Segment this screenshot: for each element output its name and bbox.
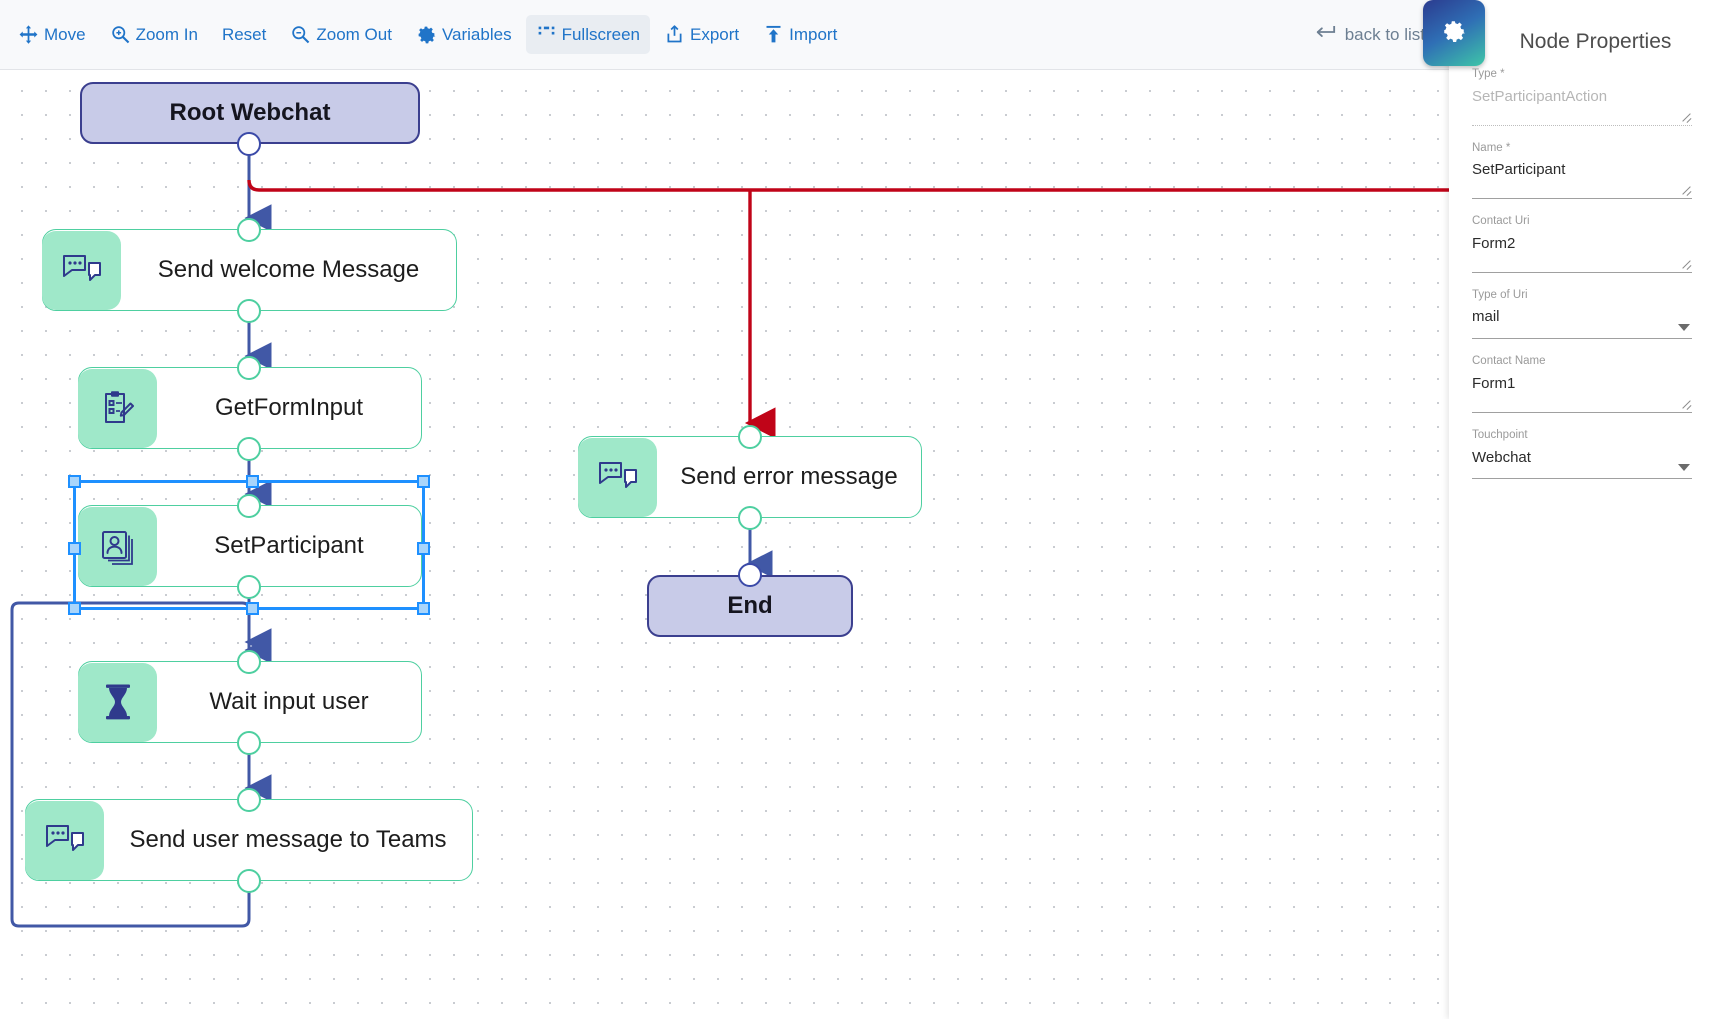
panel-settings-tab[interactable] bbox=[1423, 0, 1485, 66]
toolbar-button-move[interactable]: Move bbox=[8, 15, 96, 54]
field-contact-uri: Contact Uri Form2 bbox=[1472, 215, 1692, 273]
gear-icon bbox=[416, 24, 437, 45]
toolbar-button-fullscreen[interactable]: Fullscreen bbox=[525, 15, 650, 54]
toolbar-button-label: Export bbox=[690, 25, 740, 44]
flow-node-label: SetParticipant bbox=[214, 532, 364, 559]
flow-node-label: Send welcome Message bbox=[157, 256, 420, 283]
toolbar-button-label: Variables bbox=[441, 25, 512, 44]
fullscreen-icon bbox=[536, 24, 557, 45]
export-icon bbox=[664, 24, 685, 45]
toolbar-button-export[interactable]: Export bbox=[654, 15, 749, 54]
node-port-out-error[interactable] bbox=[738, 506, 762, 530]
toolbar-button-label: Fullscreen bbox=[561, 25, 640, 44]
toolbar-button-reset[interactable]: Reset bbox=[212, 17, 276, 52]
node-properties-panel: Node Properties Type * SetParticipantAct… bbox=[1423, 0, 1712, 1019]
resize-grip-icon bbox=[1681, 110, 1692, 121]
flow-node-send-welcome-message[interactable]: Send welcome Message bbox=[42, 229, 457, 311]
back-to-list-button[interactable]: back to list bbox=[1300, 15, 1439, 54]
flow-node-label: Wait input user bbox=[209, 688, 369, 715]
flow-edges bbox=[10, 144, 1449, 928]
field-name: Name * SetParticipant bbox=[1472, 142, 1692, 200]
hourglass-icon bbox=[78, 662, 157, 742]
resize-grip-icon[interactable] bbox=[1681, 257, 1692, 268]
field-underline bbox=[1472, 411, 1692, 413]
node-port-out-welcome[interactable] bbox=[237, 299, 261, 323]
flow-node-label: GetFormInput bbox=[214, 394, 364, 421]
flow-node-setparticipant[interactable]: SetParticipant bbox=[78, 505, 422, 587]
node-port-in-getform[interactable] bbox=[237, 356, 261, 380]
type-of-uri-select[interactable]: mail bbox=[1472, 308, 1500, 326]
chat-icon bbox=[25, 800, 104, 880]
node-port-in-end[interactable] bbox=[738, 563, 762, 587]
chevron-down-icon[interactable] bbox=[1678, 324, 1690, 332]
field-label: Type of Uri bbox=[1472, 288, 1528, 301]
node-port-in-setparticipant[interactable] bbox=[237, 494, 261, 518]
resize-grip-icon[interactable] bbox=[1681, 183, 1692, 194]
type-input: SetParticipantAction bbox=[1472, 87, 1608, 105]
flow-node-send-error-message[interactable]: Send error message bbox=[578, 436, 922, 518]
editor-toolbar: Move Zoom In Reset bbox=[0, 0, 1449, 70]
flow-node-label: Root Webchat bbox=[169, 99, 331, 126]
node-port-out-wait[interactable] bbox=[237, 731, 261, 755]
flow-node-label: Send error message bbox=[680, 463, 898, 490]
toolbar-button-zoom-in[interactable]: Zoom In bbox=[100, 15, 208, 54]
gear-icon bbox=[1441, 18, 1467, 49]
node-port-out-root[interactable] bbox=[237, 132, 261, 156]
flow-node-end[interactable]: End bbox=[647, 575, 853, 637]
field-underline bbox=[1472, 198, 1692, 200]
zoom-in-icon bbox=[110, 24, 131, 45]
import-icon bbox=[763, 24, 784, 45]
node-port-out-teams[interactable] bbox=[237, 869, 261, 893]
field-label: Name * bbox=[1472, 141, 1511, 154]
field-label: Touchpoint bbox=[1472, 428, 1528, 441]
toolbar-button-label: Zoom In bbox=[135, 25, 198, 44]
node-port-in-error[interactable] bbox=[738, 425, 762, 449]
chevron-down-icon[interactable] bbox=[1678, 464, 1690, 472]
touchpoint-select[interactable]: Webchat bbox=[1472, 448, 1531, 466]
toolbar-button-label: Move bbox=[44, 25, 86, 44]
field-underline bbox=[1472, 271, 1692, 273]
flow-node-label: Send user message to Teams bbox=[129, 826, 447, 853]
toolbar-button-label: Zoom Out bbox=[316, 25, 392, 44]
panel-title: Node Properties bbox=[1519, 30, 1672, 53]
node-port-in-wait[interactable] bbox=[237, 650, 261, 674]
name-input[interactable]: SetParticipant bbox=[1472, 161, 1566, 179]
field-underline bbox=[1472, 124, 1692, 126]
arrow-return-icon bbox=[1314, 24, 1336, 45]
resize-grip-icon[interactable] bbox=[1681, 397, 1692, 408]
field-label: Type * bbox=[1472, 68, 1505, 80]
node-port-out-getform[interactable] bbox=[237, 437, 261, 461]
panel-fields: Type * SetParticipantAction Name * SetPa… bbox=[1449, 68, 1712, 495]
back-to-list-label: back to list bbox=[1344, 24, 1425, 44]
field-underline bbox=[1472, 338, 1692, 340]
toolbar-button-import[interactable]: Import bbox=[753, 15, 847, 54]
field-label: Contact Name bbox=[1472, 355, 1546, 368]
contact-icon bbox=[78, 506, 157, 586]
form-icon bbox=[78, 368, 157, 448]
field-type-of-uri: Type of Uri mail bbox=[1472, 289, 1692, 340]
node-port-in-teams[interactable] bbox=[237, 788, 261, 812]
contact-name-input[interactable]: Form1 bbox=[1472, 374, 1516, 392]
toolbar-button-variables[interactable]: Variables bbox=[406, 15, 522, 54]
field-underline bbox=[1472, 478, 1692, 480]
move-icon bbox=[18, 24, 39, 45]
flow-node-label: End bbox=[727, 592, 773, 619]
toolbar-button-zoom-out[interactable]: Zoom Out bbox=[280, 15, 402, 54]
node-port-out-setparticipant[interactable] bbox=[237, 575, 261, 599]
field-touchpoint: Touchpoint Webchat bbox=[1472, 429, 1692, 480]
zoom-out-icon bbox=[290, 24, 311, 45]
toolbar-button-label: Import bbox=[789, 25, 838, 44]
flow-node-wait-input-user[interactable]: Wait input user bbox=[78, 661, 422, 743]
chat-icon bbox=[578, 437, 657, 517]
chat-icon bbox=[42, 230, 121, 310]
toolbar-button-label: Reset bbox=[221, 25, 267, 44]
field-type: Type * SetParticipantAction bbox=[1472, 68, 1692, 126]
field-contact-name: Contact Name Form1 bbox=[1472, 355, 1692, 413]
flow-canvas[interactable]: Root Webchat Send welcome Message bbox=[0, 70, 1449, 1019]
contact-uri-input[interactable]: Form2 bbox=[1472, 234, 1516, 252]
node-port-in-welcome[interactable] bbox=[237, 218, 261, 242]
field-label: Contact Uri bbox=[1472, 215, 1530, 228]
